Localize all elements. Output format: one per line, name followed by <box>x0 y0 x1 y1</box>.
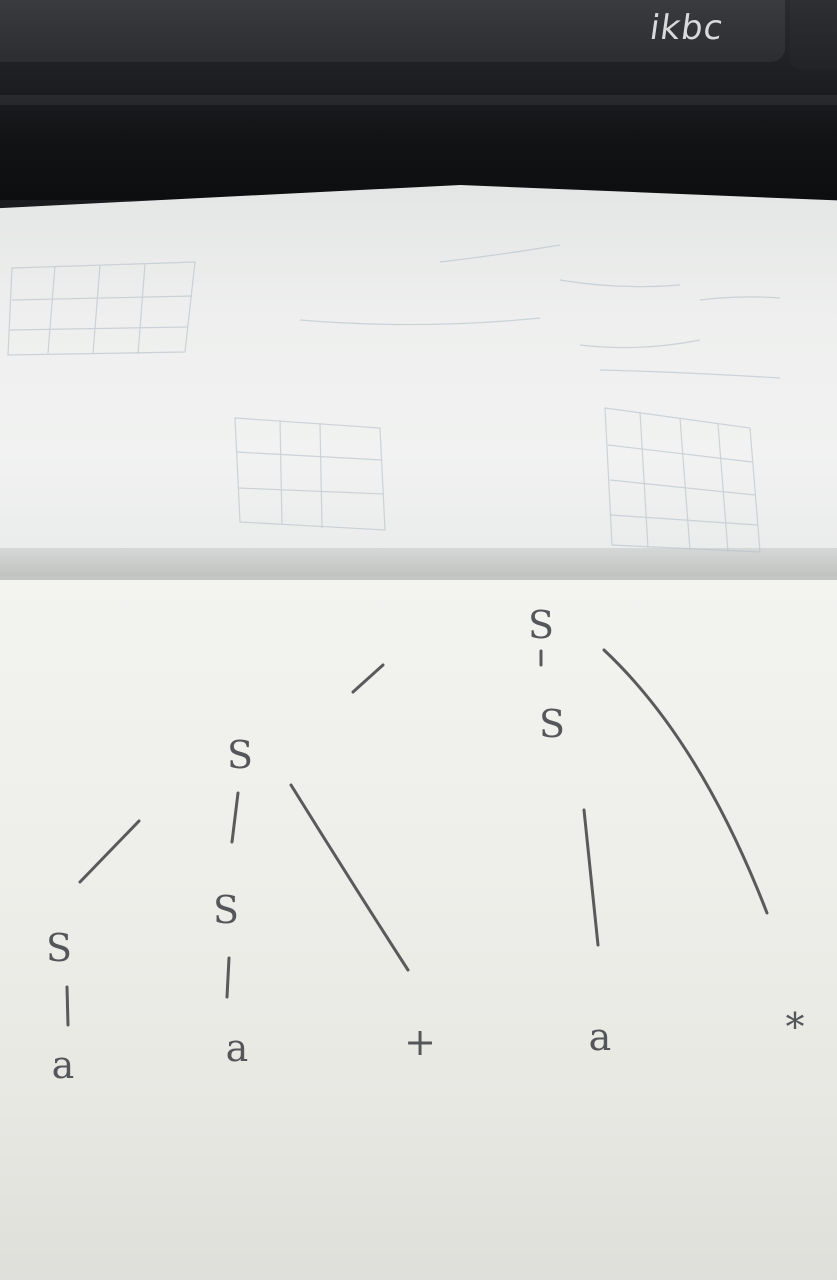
faint-grid-center <box>234 417 386 531</box>
node-root-s: S <box>528 603 554 647</box>
keyboard: ikbc <box>0 0 837 200</box>
leaf-a3: a <box>589 1015 612 1059</box>
edge-s-left-to-plus <box>289 783 410 972</box>
edge-s-inner-to-a2 <box>225 956 231 999</box>
faint-grid-left <box>7 261 196 356</box>
edge-root-to-s-left <box>351 663 385 694</box>
parse-tree-edges <box>65 648 769 1027</box>
faint-grid-right <box>604 407 761 553</box>
notebook-back-page <box>0 185 837 570</box>
node-s-mid: S <box>539 702 565 746</box>
node-s-left: S <box>227 733 253 777</box>
keyboard-key-right <box>790 0 837 70</box>
notebook-front-page <box>0 580 837 1280</box>
edge-s-left-to-s-a1 <box>78 819 141 884</box>
keyboard-edge <box>0 95 837 105</box>
leaf-plus: + <box>404 1020 436 1064</box>
edge-root-to-star <box>602 648 769 915</box>
node-s-right: S <box>46 926 72 970</box>
leaf-a1: a <box>52 1043 75 1087</box>
parse-tree-nodes: S S S S S a a + a * <box>46 603 805 1087</box>
leaf-a2: a <box>226 1026 249 1070</box>
faint-back-page-sketches <box>7 244 781 553</box>
edge-s-left-to-s-inner <box>230 791 240 844</box>
edge-s-mid-to-a3 <box>582 808 600 947</box>
node-s-inner: S <box>213 888 239 932</box>
leaf-star: * <box>786 1005 805 1049</box>
keyboard-key-row <box>0 0 785 62</box>
edge-s-to-a1 <box>65 985 70 1027</box>
